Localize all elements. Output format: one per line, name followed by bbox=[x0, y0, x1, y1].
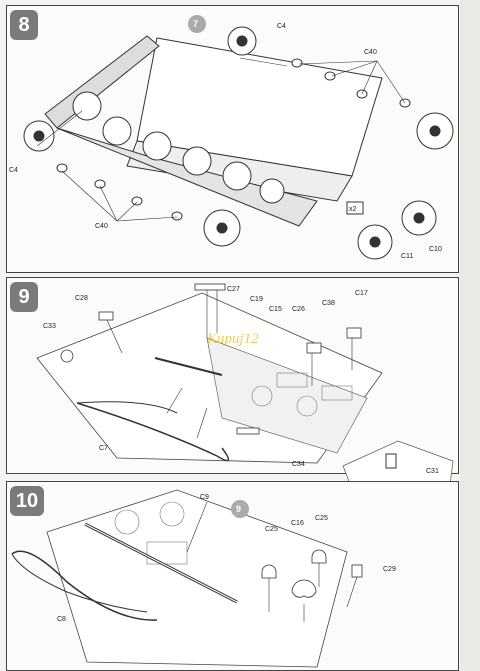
part-label: C25 bbox=[315, 515, 328, 522]
road-wheel-icon bbox=[203, 112, 454, 260]
reference-step-number: 7 bbox=[193, 19, 198, 29]
reference-step-number: 9 bbox=[236, 504, 241, 514]
part-label: C29 bbox=[383, 566, 396, 573]
step-9-panel: 9 C28 C27 C19 C15 C26 C38 bbox=[6, 277, 459, 474]
part-label: C33 bbox=[43, 323, 56, 330]
part-label: C4 bbox=[277, 23, 286, 30]
reference-step-badge bbox=[188, 15, 206, 33]
part-label: C7 bbox=[99, 445, 108, 452]
part-label: C11 bbox=[401, 253, 413, 260]
part-label: C38 bbox=[322, 300, 335, 307]
step-10-drawing: 9 C9 C25 C16 C25 C29 C8 bbox=[11, 489, 396, 668]
part-label: C34 bbox=[292, 461, 305, 468]
part-label: C17 bbox=[355, 290, 368, 297]
page-edge bbox=[460, 0, 480, 671]
step-number: 10 bbox=[10, 486, 44, 516]
part-label: C16 bbox=[291, 520, 304, 527]
step-8-drawing: 7 x2 C4 C40 C4 C40 C11 C10 bbox=[9, 15, 454, 260]
step-number: 9 bbox=[10, 282, 38, 312]
reference-step-badge bbox=[231, 500, 249, 518]
part-label: C27 bbox=[227, 286, 240, 293]
sprocket-icon bbox=[23, 26, 257, 152]
part-label: C40 bbox=[364, 49, 377, 56]
part-label: C26 bbox=[292, 306, 305, 313]
part-label: C8 bbox=[57, 616, 66, 623]
step-number: 8 bbox=[10, 10, 38, 40]
quantity-multiplier: x2 bbox=[349, 206, 357, 213]
part-label: C40 bbox=[95, 223, 108, 230]
part-label: C31 bbox=[426, 468, 439, 475]
part-label: C4 bbox=[9, 167, 18, 174]
step-9-drawing: C28 C27 C19 C15 C26 C38 C17 C33 C7 C34 K… bbox=[36, 283, 383, 468]
part-label: C25 bbox=[265, 526, 278, 533]
part-label: C28 bbox=[75, 295, 88, 302]
part-label: C10 bbox=[429, 246, 442, 253]
step-8-panel: 8 bbox=[6, 5, 459, 273]
step-10-panel: 10 9 C9 C25 C16 C25 bbox=[6, 481, 459, 671]
part-label: C15 bbox=[269, 306, 282, 313]
part-label: C19 bbox=[250, 296, 263, 303]
part-label: C9 bbox=[200, 494, 209, 501]
watermark: Kupuj12 bbox=[206, 331, 259, 347]
